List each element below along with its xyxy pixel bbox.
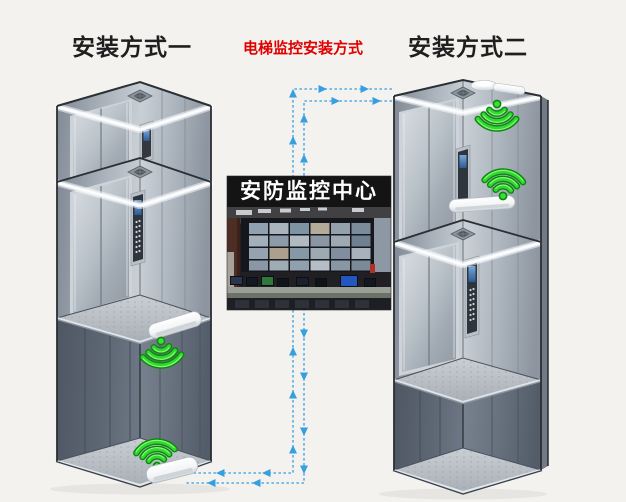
- flow-arrow-left-icon: [216, 469, 225, 477]
- flow-arrow-down-icon: [300, 372, 308, 381]
- car-floor-platform: [392, 447, 543, 495]
- car-outer-edge: [56, 106, 212, 461]
- left-elevator-shadow: [50, 483, 230, 495]
- flow-arrow-down-icon: [300, 465, 308, 474]
- title-elevator-monitoring-methods: 电梯监控安装方式: [242, 40, 363, 57]
- title-installation-method-two: 安装方式二: [408, 34, 528, 60]
- ceiling-light-strip: [54, 179, 214, 209]
- cctv-screens: [249, 223, 371, 271]
- signal-flow-arrows: [207, 85, 381, 487]
- elevator-control-panel: [455, 144, 471, 208]
- monitor-center-label-band: [227, 176, 391, 207]
- flow-arrow-up-icon: [300, 114, 308, 123]
- ceiling-light-strip: [54, 103, 214, 133]
- title-installation-method-one: 安装方式一: [72, 34, 192, 60]
- elevator-wall-right: [140, 158, 211, 318]
- flow-arrow-right-icon: [360, 85, 369, 93]
- ceiling-light-strip: [391, 93, 544, 116]
- car-outer-edge: [393, 96, 542, 470]
- wireless-transmitter-device: [148, 311, 202, 339]
- car-top-edge: [393, 219, 542, 243]
- desk-monitors: [230, 264, 376, 287]
- flow-arrow-up-icon: [289, 347, 297, 356]
- flow-arrow-right-icon: [372, 97, 381, 105]
- flow-arrow-left-icon: [262, 469, 271, 477]
- car-outer-side-face: [541, 96, 548, 470]
- flow-arrow-right-icon: [318, 85, 327, 93]
- wireless-transmitter-device: [448, 195, 516, 213]
- car-floor-platform: [393, 357, 542, 405]
- wireless-transmitter-device: [146, 456, 198, 484]
- flow-arrow-up-icon: [289, 89, 297, 98]
- elevator-door: [399, 242, 459, 376]
- ceiling-light-strip: [391, 239, 544, 268]
- flow-arrow-right-icon: [331, 97, 340, 105]
- flow-arrow-down-icon: [300, 329, 308, 338]
- car-top-edge: [56, 157, 212, 183]
- left-elevator-illustration: [54, 80, 214, 488]
- car-top-edge: [56, 80, 212, 107]
- rooftop-antenna-device: [470, 80, 526, 95]
- monitor-center-label: 安防监控中心: [240, 180, 378, 203]
- flow-arrow-down-icon: [300, 427, 308, 436]
- elevator-door: [70, 175, 132, 317]
- elevator-wall-right: [140, 82, 211, 182]
- monitoring-center-photo: [226, 175, 392, 311]
- flow-arrow-up-icon: [300, 154, 308, 163]
- elevator-door: [399, 98, 459, 244]
- flow-arrow-up-icon: [289, 390, 297, 399]
- flow-arrow-up-icon: [289, 136, 297, 145]
- right-elevator-illustration: [391, 78, 549, 495]
- elevator-control-panel: [464, 255, 480, 339]
- flow-arrow-left-icon: [252, 479, 261, 487]
- flow-arrow-up-icon: [289, 445, 297, 454]
- flow-arrow-left-icon: [207, 479, 216, 487]
